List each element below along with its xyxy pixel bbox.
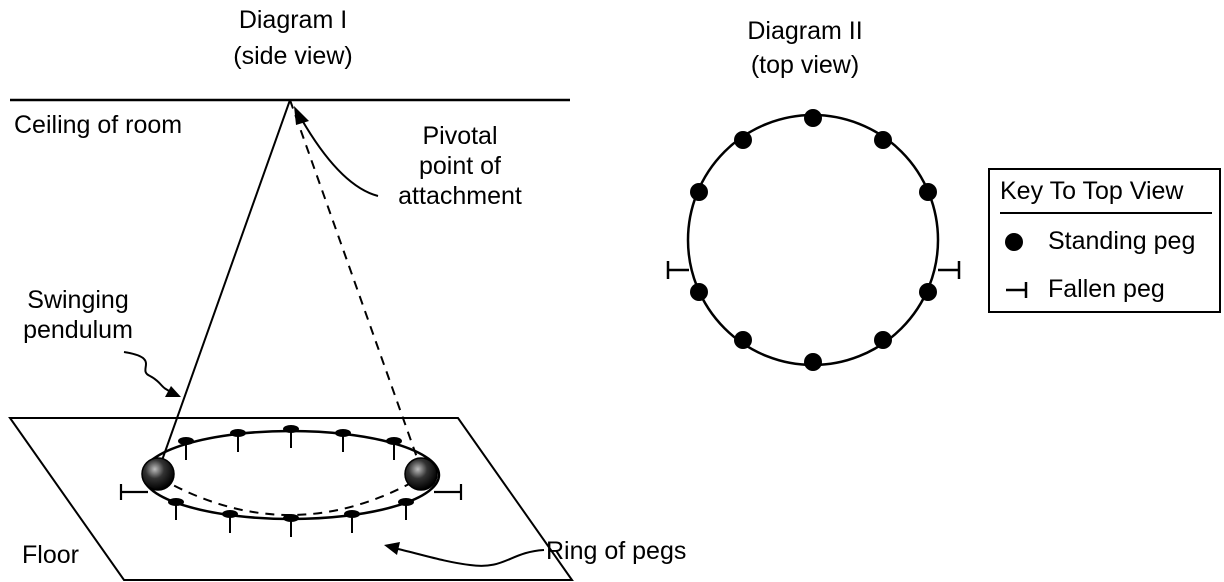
pivot-label-line1: Pivotal: [422, 122, 498, 150]
diagram2-subtitle: (top view): [750, 51, 860, 79]
pendulum-label-line1: Swinging: [27, 286, 129, 314]
front-pegs: [168, 498, 414, 537]
pivot-arrowhead: [294, 106, 309, 125]
ring-arrow: [397, 548, 545, 567]
pendulum-bob-right: [404, 457, 438, 491]
peg: [344, 510, 360, 533]
pivot-label-line3: attachment: [398, 182, 522, 210]
floor-label: Floor: [22, 541, 79, 569]
peg: [283, 514, 299, 537]
back-pegs: [178, 425, 402, 460]
pendulum-string-dashed: [289, 99, 421, 467]
diagram1-subtitle: (side view): [233, 42, 353, 70]
fallen-peg-icon: [1006, 282, 1028, 298]
diagram1-title: Diagram I: [238, 6, 348, 34]
key-divider: [1000, 212, 1212, 214]
peg: [283, 425, 299, 448]
peg: [335, 429, 351, 452]
ring-label: Ring of pegs: [546, 537, 687, 565]
pendulum-arrow: [123, 351, 173, 393]
key-standing-label: Standing peg: [1048, 227, 1196, 255]
peg: [386, 437, 402, 460]
ring-arrowhead: [384, 542, 400, 555]
floor-plane: [8, 417, 574, 581]
peg: [230, 429, 246, 452]
peg: [398, 498, 414, 520]
pendulum-arrowhead: [165, 386, 181, 397]
key-box: Key To Top View Standing peg Fallen peg: [988, 168, 1221, 313]
top-view-ring: [686, 113, 940, 367]
key-title: Key To Top View: [1000, 177, 1184, 205]
fallen-pegs-side: [119, 484, 463, 500]
standing-pegs-top-view: [690, 109, 937, 371]
pivot-label-line2: point of: [418, 152, 501, 180]
peg: [178, 437, 194, 460]
pendulum-string-solid: [159, 99, 291, 467]
peg: [168, 498, 184, 520]
pivot-arrow: [301, 119, 379, 197]
ceiling-label: Ceiling of room: [14, 111, 183, 139]
key-fallen-label: Fallen peg: [1048, 275, 1165, 303]
pendulum-bob-left: [141, 457, 175, 491]
pendulum-label-line2: pendulum: [23, 316, 133, 344]
peg: [222, 510, 238, 533]
standing-peg-icon: [1005, 233, 1023, 251]
diagram2-title: Diagram II: [747, 17, 863, 45]
fallen-pegs-top-view: [666, 261, 961, 279]
